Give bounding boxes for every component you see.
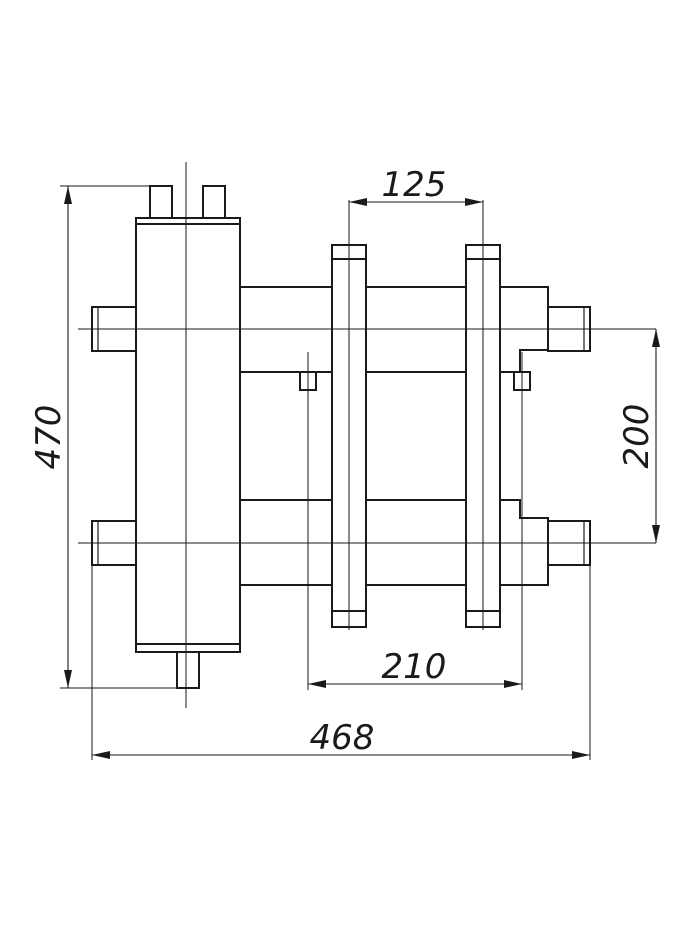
vessel-bottom-cap: [135, 643, 241, 653]
distribution-manifold: [239, 244, 591, 628]
lower-header: [239, 499, 549, 611]
bottom-drain-nipple: [176, 651, 200, 689]
dimension-overall-width: 468: [92, 718, 590, 759]
dimension-label-top-spacing: 125: [382, 165, 447, 205]
dimension-port-spacing: 200: [617, 329, 660, 543]
dimension-label-height: 470: [29, 405, 69, 470]
top-nipple-right: [202, 185, 226, 221]
center-lines: [78, 162, 656, 708]
dimension-overall-height: 470: [29, 186, 72, 688]
separator-vessel: [91, 185, 241, 689]
dimension-label-width: 468: [310, 718, 375, 758]
extension-lines: [60, 185, 591, 760]
dimension-bottom-spacing: 210: [308, 647, 522, 688]
top-nipple-left: [149, 185, 173, 221]
dimension-top-spacing: 125: [349, 165, 483, 206]
vessel-body: [135, 223, 241, 649]
dimension-label-port-spacing: 200: [617, 404, 657, 469]
upper-header: [239, 261, 549, 373]
dimension-label-bottom-spacing: 210: [382, 647, 447, 687]
